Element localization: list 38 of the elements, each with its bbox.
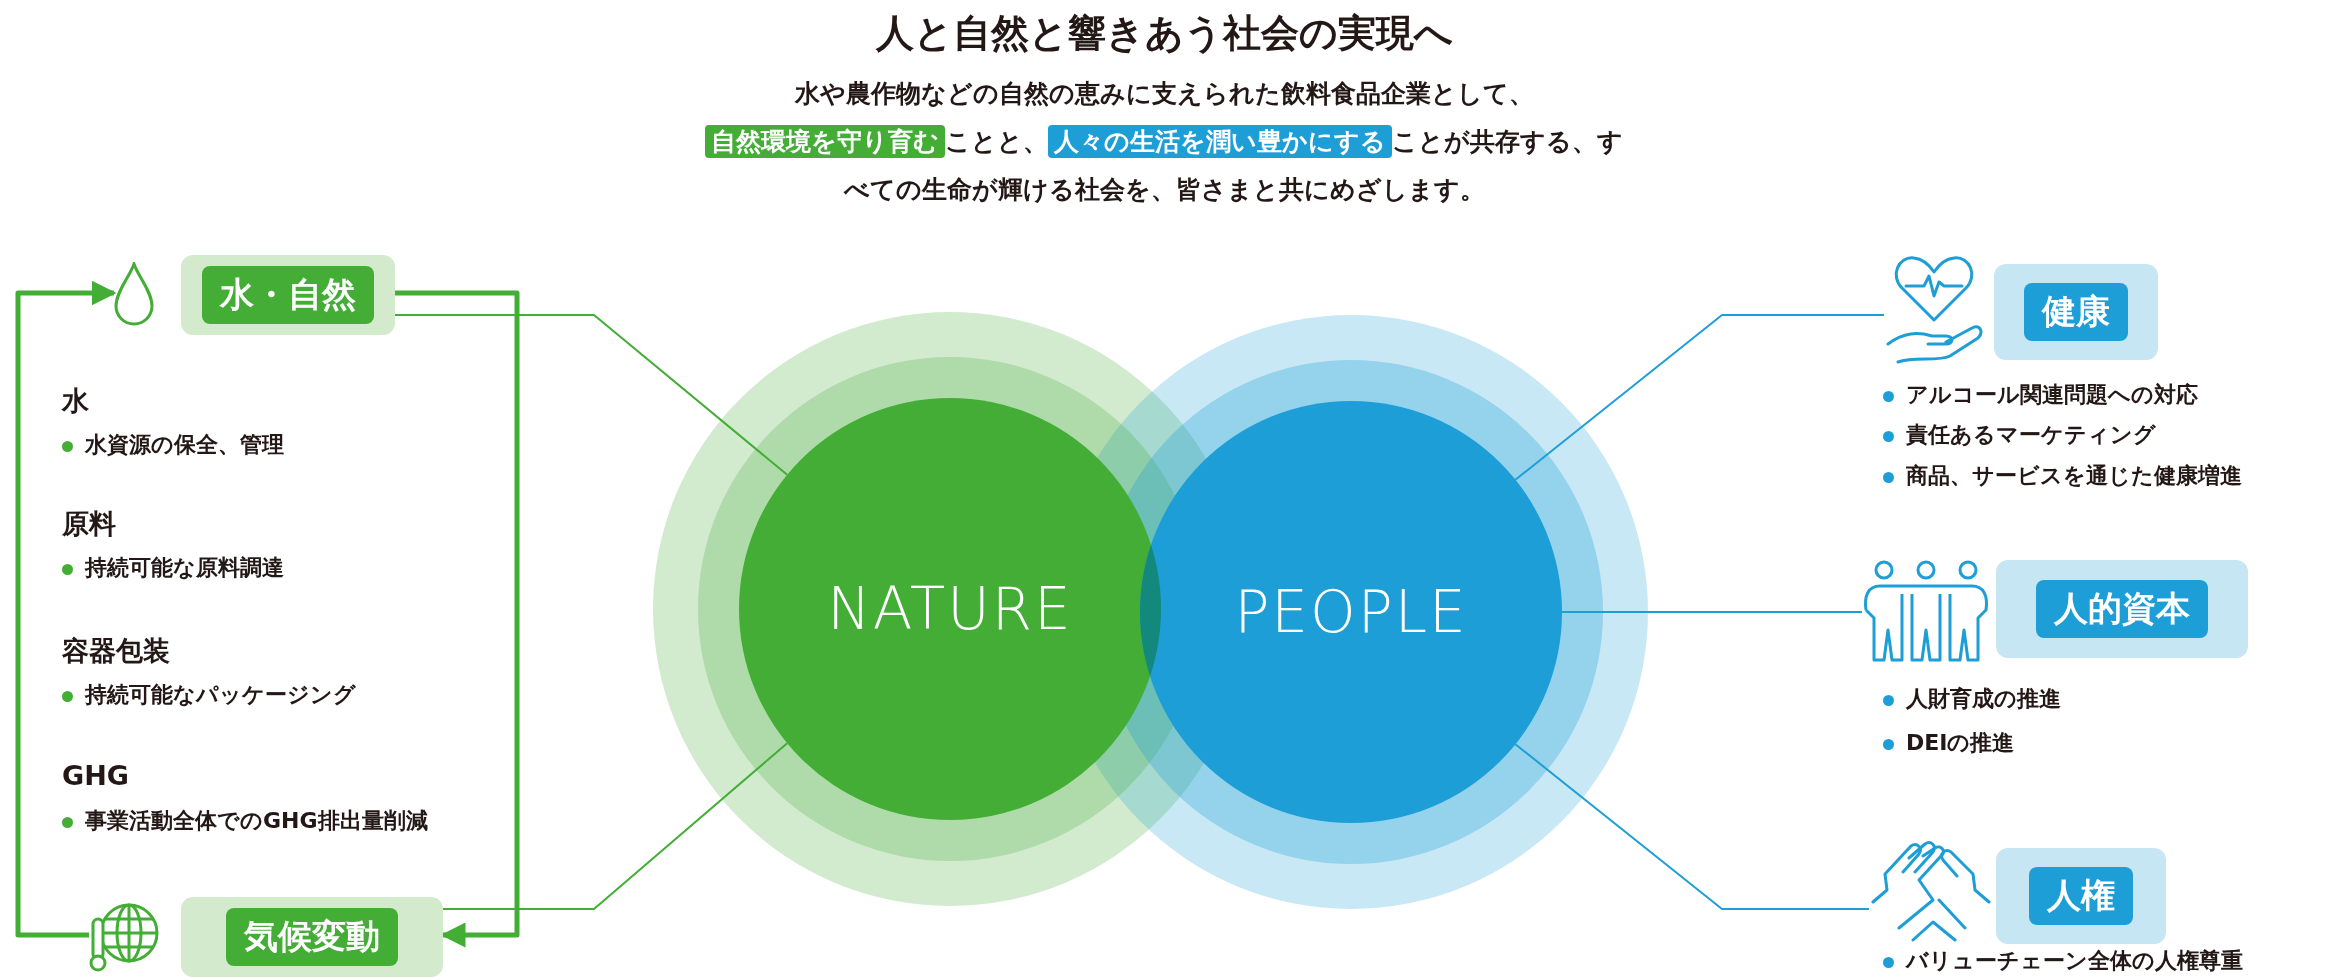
category-tag: 人的資本 bbox=[2036, 580, 2208, 638]
leader-line bbox=[1514, 314, 1885, 481]
bullet-item: 人財育成の推進 bbox=[1906, 686, 2061, 711]
section-heading: 容器包装 bbox=[62, 634, 170, 668]
bullet-item: アルコール関連問題への対応 bbox=[1906, 382, 2198, 407]
water-drop-icon bbox=[114, 262, 154, 326]
label-panel bbox=[181, 255, 395, 335]
bullet-item: DEIの推進 bbox=[1906, 730, 2015, 755]
category-tag: 人権 bbox=[2029, 867, 2133, 925]
leader-line bbox=[1561, 611, 1863, 613]
leader-line bbox=[394, 314, 789, 476]
bullet-item: 持続可能な原料調達 bbox=[85, 555, 284, 580]
subtitle-text: 水や農作物などの自然の恵みに支えられた飲料食品企業として、自然環境を守り育むことと、人々の生活を潤い豊かにすることが共存する、すべての生命が輝ける社会を、皆さまと共にめざします。 bbox=[704, 70, 1624, 214]
label-panel bbox=[181, 897, 443, 977]
bullet-item: 水資源の保全、管理 bbox=[85, 432, 284, 457]
arrow bbox=[15, 280, 117, 938]
leader-line bbox=[1514, 743, 1870, 910]
section-heading: 原料 bbox=[62, 507, 116, 541]
circle-label: PEOPLE bbox=[1233, 578, 1469, 646]
section-heading: 水 bbox=[62, 384, 89, 418]
bullet-item: バリューチェーン全体の人権尊重 bbox=[1906, 948, 2243, 973]
section-heading: GHG bbox=[62, 760, 129, 791]
title: 人と自然と響きあう社会の実現へ bbox=[874, 10, 1454, 57]
circle-label: NATURE bbox=[826, 575, 1074, 643]
leader-line bbox=[442, 742, 789, 910]
bullet-item: 責任あるマーケティング bbox=[1906, 422, 2156, 447]
label-panel bbox=[1996, 848, 2166, 944]
bullet-item: 商品、サービスを通じた健康増進 bbox=[1906, 463, 2242, 488]
arrow bbox=[395, 290, 520, 948]
joined-hands-icon bbox=[1869, 840, 1993, 942]
people-group-icon bbox=[1862, 560, 1990, 662]
bullet-item: 持続可能なパッケージング bbox=[85, 682, 356, 707]
label-panel bbox=[1996, 560, 2248, 658]
category-tag: 気候変動 bbox=[226, 908, 398, 966]
category-tag: 水・自然 bbox=[202, 266, 374, 324]
bullet-item: 事業活動全体でのGHG排出量削減 bbox=[85, 808, 428, 833]
label-panel bbox=[1994, 264, 2158, 360]
category-tag: 健康 bbox=[2024, 283, 2128, 341]
